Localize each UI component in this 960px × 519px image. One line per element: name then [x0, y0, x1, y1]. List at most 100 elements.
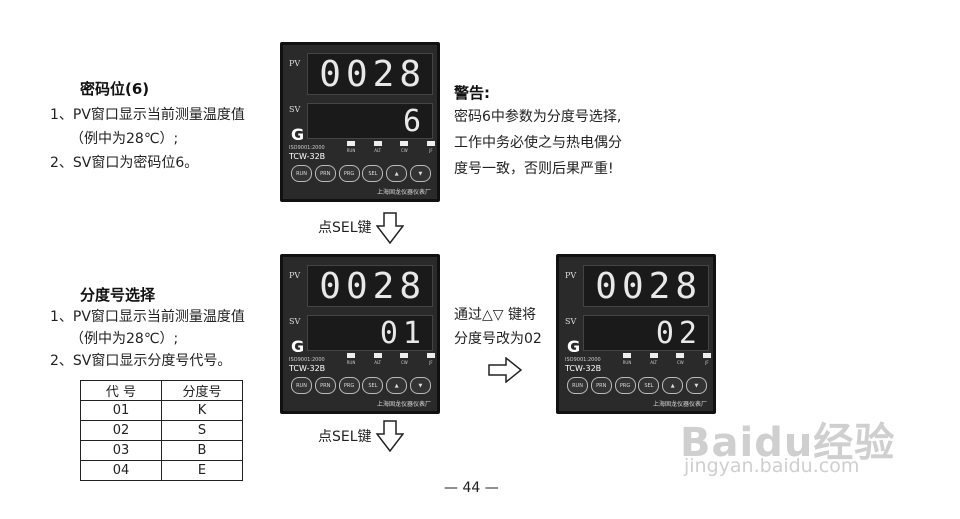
run-key: RUN [291, 377, 312, 394]
led-indicator: CW [670, 353, 690, 365]
sv-label: SV [289, 105, 301, 114]
pv-display: 0028 [307, 265, 433, 307]
key-row: RUN PRN PRG SEL ▲ ▼ [291, 165, 431, 182]
led-row: RUN ALT CW JF [341, 353, 441, 365]
led-indicator: JF [697, 353, 717, 365]
controller-panel-3: PV 0028 SV 02 G ISO9001:2000 TCW-32B RUN… [556, 254, 716, 414]
column-header: 分度号 [161, 380, 243, 401]
run-key: RUN [291, 165, 312, 182]
led-indicator: JF [421, 141, 441, 153]
maker-label: 上海固龙仪器仪表厂 [376, 189, 431, 196]
down-key: ▼ [409, 377, 431, 394]
model-label: TCW-32B [289, 152, 326, 161]
sel-key: SEL [638, 377, 660, 394]
prn-key: PRN [314, 377, 336, 394]
pv-label: PV [565, 271, 577, 280]
sv-display: 02 [583, 315, 709, 351]
page-number: — 44 — [444, 480, 499, 496]
section1-line-1: 1、PV窗口显示当前测量温度值 [50, 107, 245, 123]
pv-label: PV [289, 59, 301, 68]
table-cell: 04 [80, 460, 162, 481]
prn-key: PRN [314, 165, 336, 182]
led-indicator: CW [394, 353, 414, 365]
led-row: RUN ALT CW JF [617, 353, 717, 365]
section1-heading: 密码位(6) [80, 80, 150, 98]
brand-logo-icon: G [291, 337, 305, 356]
led-row: RUN ALT CW JF [341, 141, 441, 153]
section2-heading: 分度号选择 [80, 286, 156, 304]
table-cell: 02 [80, 420, 162, 441]
iso-label: ISO9001:2000 [565, 357, 601, 363]
maker-label: 上海固龙仪器仪表厂 [652, 401, 707, 408]
pv-display: 0028 [583, 265, 709, 307]
key-row: RUN PRN PRG SEL ▲ ▼ [567, 377, 707, 394]
prn-key: PRN [590, 377, 612, 394]
prg-key: PRG [338, 377, 360, 394]
warning-line-3: 度号一致，否则后果严重! [454, 161, 614, 177]
led-indicator: RUN [341, 353, 361, 365]
table-cell: 03 [80, 440, 162, 461]
key-row: RUN PRN PRG SEL ▲ ▼ [291, 377, 431, 394]
prg-key: PRG [338, 165, 360, 182]
down-key: ▼ [685, 377, 707, 394]
arrow-label-2: 点SEL键 [318, 429, 372, 445]
warning-title: 警告: [454, 84, 490, 102]
table-row: 02 S [80, 420, 243, 441]
up-key: ▲ [662, 377, 684, 394]
maker-label: 上海固龙仪器仪表厂 [376, 401, 431, 408]
led-indicator: JF [421, 353, 441, 365]
table-cell: B [161, 440, 243, 461]
pv-display: 0028 [307, 53, 433, 95]
prg-key: PRG [614, 377, 636, 394]
warning-line-2: 工作中务必使之与热电偶分 [454, 135, 622, 151]
led-indicator: RUN [341, 141, 361, 153]
led-indicator: CW [394, 141, 414, 153]
down-arrow-icon [376, 420, 404, 452]
sel-key: SEL [362, 165, 384, 182]
table-row: 04 E [80, 460, 243, 481]
warning-line-1: 密码6中参数为分度号选择, [454, 109, 622, 125]
section2-line-3: 2、SV窗口显示分度号代号。 [50, 353, 232, 369]
table-row: 03 B [80, 440, 243, 461]
table-cell: E [161, 460, 243, 481]
down-key: ▼ [409, 165, 431, 182]
sel-key: SEL [362, 377, 384, 394]
sv-label: SV [565, 317, 577, 326]
brand-logo-icon: G [567, 337, 581, 356]
arrow-label-1: 点SEL键 [318, 220, 372, 236]
section1-line-3: 2、SV窗口为密码位6。 [50, 155, 199, 171]
code-table: 代 号 分度号 01 K 02 S 03 B 04 E [80, 380, 243, 481]
right-arrow-icon [488, 357, 522, 383]
led-indicator: ALT [644, 353, 664, 365]
change-text-1: 通过△▽ 键将 [454, 307, 536, 323]
sv-display: 6 [307, 103, 433, 139]
led-indicator: ALT [368, 353, 388, 365]
up-key: ▲ [386, 377, 408, 394]
watermark-url: jingyan.baidu.com [684, 455, 860, 477]
table-row: 01 K [80, 400, 243, 421]
column-header: 代 号 [80, 380, 162, 401]
controller-panel-1: PV 0028 SV 6 G ISO9001:2000 TCW-32B RUN … [280, 42, 440, 202]
led-indicator: ALT [368, 141, 388, 153]
sv-display: 01 [307, 315, 433, 351]
up-key: ▲ [386, 165, 408, 182]
section2-line-1: 1、PV窗口显示当前测量温度值 [50, 309, 245, 325]
iso-label: ISO9001:2000 [289, 357, 325, 363]
table-header-row: 代 号 分度号 [80, 380, 243, 401]
section2-line-2: （例中为28℃）; [70, 331, 179, 347]
change-text-2: 分度号改为02 [454, 331, 542, 347]
iso-label: ISO9001:2000 [289, 145, 325, 151]
pv-label: PV [289, 271, 301, 280]
sv-label: SV [289, 317, 301, 326]
brand-logo-icon: G [291, 125, 305, 144]
table-cell: 01 [80, 400, 162, 421]
controller-panel-2: PV 0028 SV 01 G ISO9001:2000 TCW-32B RUN… [280, 254, 440, 414]
down-arrow-icon [376, 212, 404, 244]
table-cell: S [161, 420, 243, 441]
led-indicator: RUN [617, 353, 637, 365]
table-cell: K [161, 400, 243, 421]
model-label: TCW-32B [289, 364, 326, 373]
section1-line-2: （例中为28℃）; [70, 131, 179, 147]
run-key: RUN [567, 377, 588, 394]
watermark-brand: Baidu经验 [680, 420, 896, 466]
